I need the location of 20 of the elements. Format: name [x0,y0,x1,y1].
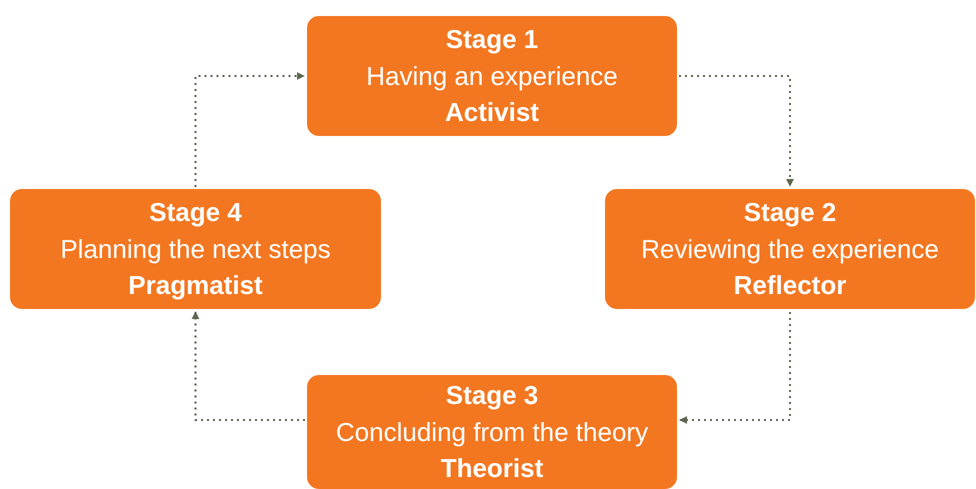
stage-box [307,375,677,489]
stage-title: Stage 1 [446,22,538,56]
stage-title: Stage 4 [149,196,242,229]
stage-description: Planning the next steps [60,232,331,266]
stage-box [10,189,381,309]
dotted-arrow [679,312,791,424]
stage-title: Stage 2 [744,196,836,229]
role-label: Theorist [440,452,544,486]
stage-title: Stage 3 [446,378,538,412]
role-label: Pragmatist [128,269,263,302]
stage-description: Having an experience [366,60,618,93]
role-label: Activist [445,96,539,130]
stage-box [307,16,677,136]
role-label: Reflector [734,269,846,302]
dotted-arrow [194,72,305,187]
stage-description: Reviewing the experience [641,232,939,266]
stage-box [605,189,975,309]
dotted-arrow [192,311,305,421]
dotted-arrow [679,75,794,187]
stage-description: Concluding from the theory [336,416,648,449]
